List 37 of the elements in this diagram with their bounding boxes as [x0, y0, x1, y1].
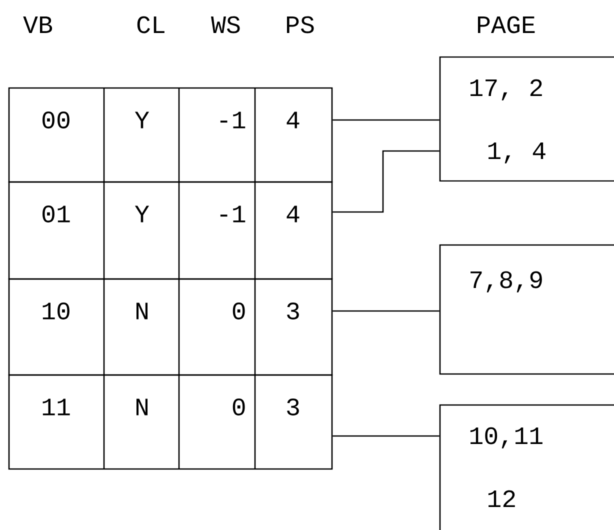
page-text: 10,11 [470, 427, 542, 448]
cell-text: 3 [287, 302, 299, 320]
page-text: 12 [488, 490, 515, 507]
cell-text: -1 [220, 112, 246, 128]
cell-text: 11 [42, 398, 70, 416]
table-row [8, 278, 333, 376]
cell-text: Y [134, 206, 150, 222]
column-header: VB [23, 16, 52, 33]
cell-text: 0 [232, 398, 245, 416]
connector-line [332, 150, 440, 213]
connector-line [332, 119, 440, 121]
page-text: 1, 4 [488, 142, 546, 164]
page-text: 7,8,9 [470, 271, 542, 292]
connector-line [332, 310, 440, 312]
cell-text: Y [134, 112, 150, 128]
column-header: CL [137, 16, 164, 34]
column-header: WS [211, 16, 240, 34]
cell-text: 0 [232, 302, 245, 320]
table-row [8, 374, 333, 470]
cell-text: -1 [220, 206, 246, 222]
cell-text: 00 [42, 112, 70, 128]
column-header: PS [286, 16, 314, 34]
cell-text: 4 [286, 112, 300, 128]
cell-text: 01 [42, 206, 70, 222]
table-row [8, 87, 333, 183]
table-row [8, 181, 333, 280]
page-box [439, 56, 614, 182]
column-header: PAGE [478, 16, 535, 34]
cell-text: 4 [286, 206, 300, 222]
cell-text: N [136, 398, 148, 416]
page-text: 17, 2 [470, 79, 542, 100]
connector-line [332, 435, 440, 437]
cell-text: N [136, 302, 148, 320]
page-box [439, 404, 614, 530]
page-box [439, 244, 614, 375]
cell-text: 10 [42, 302, 70, 320]
cell-text: 3 [287, 398, 299, 416]
